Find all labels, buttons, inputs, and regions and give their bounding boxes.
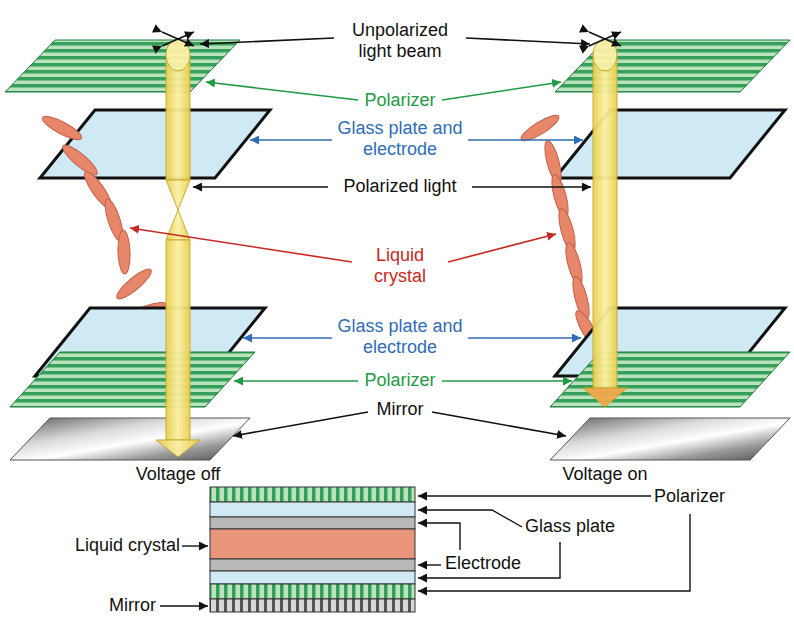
drawing-part: [472, 186, 591, 188]
cross-section-leaders: [160, 496, 690, 606]
drawing-part: [162, 32, 194, 46]
part-label: Liquid crystal: [352, 245, 448, 287]
drawing-part: [442, 82, 561, 100]
drawing-part: [182, 545, 208, 546]
liquid-crystal-molecules: [518, 111, 604, 352]
drawing-part: [166, 240, 190, 440]
drawing-part: [206, 82, 358, 100]
drawing-part: [448, 234, 556, 262]
drawing-part: [250, 139, 332, 141]
liquid-crystal-layer: [210, 529, 415, 559]
drawing-part: [233, 412, 368, 436]
drawing-part: [418, 510, 522, 527]
beam-label: Unpolarized light beam: [340, 20, 460, 62]
part-label: Polarizer: [350, 90, 450, 111]
part-label: Glass plate and electrode: [332, 316, 468, 358]
polarizer-layer: [210, 487, 415, 502]
drawing-part: [193, 186, 328, 188]
drawing-part: [593, 55, 617, 388]
drawing-part: [593, 39, 617, 71]
part-label: Polarizer: [350, 370, 450, 391]
drawing-part: [442, 380, 572, 382]
drawing-part: [117, 230, 131, 274]
drawing-part: [589, 32, 621, 46]
drawing-part: [166, 39, 190, 71]
light-beam: [583, 39, 627, 407]
right-stack: [518, 32, 790, 460]
drawing-part: [432, 412, 566, 436]
drawing-part: [583, 388, 627, 407]
polarizer-plate: [10, 352, 255, 407]
layer-label: Electrode: [445, 553, 545, 574]
mirror-layer: [210, 599, 415, 612]
state-label: Voltage off: [100, 464, 256, 485]
beam-label: Polarized light: [328, 176, 472, 197]
drawing-part: [40, 112, 84, 143]
drawing-part: [160, 605, 208, 606]
drawing-part: [200, 38, 334, 44]
polarizer-plate: [550, 352, 790, 407]
part-label: Mirror: [360, 399, 440, 420]
cross-section: [210, 487, 415, 612]
drawing-part: [468, 139, 583, 141]
drawing-part: [589, 32, 621, 46]
drawing-part: [418, 495, 651, 496]
part-label: Glass plate and electrode: [332, 118, 468, 160]
polarizer-layer: [210, 584, 415, 599]
drawing-part: [166, 180, 190, 210]
glass-plate: [40, 110, 270, 178]
layer-label: Polarizer: [654, 486, 764, 507]
layer-label: Mirror: [60, 595, 156, 616]
polarizer-plate: [5, 40, 240, 92]
drawing-part: [418, 564, 441, 565]
polarization-symbol: [162, 32, 194, 46]
drawing-part: [130, 228, 352, 262]
electrode-layer: [210, 559, 415, 571]
glass-layer: [210, 571, 415, 584]
drawing-part: [113, 265, 154, 302]
mirror-plate: [550, 418, 790, 460]
light-beam: [156, 39, 200, 457]
drawing-part: [156, 440, 200, 457]
mirror-plate: [10, 418, 250, 460]
drawing-part: [162, 32, 194, 46]
drawing-part: [243, 337, 332, 339]
polarization-symbol: [589, 32, 621, 46]
drawing-part: [418, 542, 560, 578]
state-label: Voltage on: [527, 464, 683, 485]
layer-label: Liquid crystal: [40, 535, 180, 556]
drawing-part: [418, 514, 690, 591]
drawing-part: [234, 380, 358, 382]
leader-lines: [130, 38, 591, 436]
electrode-layer: [210, 517, 415, 529]
drawing-part: [166, 55, 190, 180]
drawing-part: [418, 523, 460, 550]
glass-plate: [555, 110, 785, 178]
glass-layer: [210, 502, 415, 517]
drawing-part: [59, 141, 100, 178]
drawing-part: [468, 337, 581, 339]
drawing-part: [466, 38, 590, 44]
left-stack: [5, 32, 270, 460]
polarizer-plate: [555, 40, 790, 92]
layer-label: Glass plate: [525, 516, 645, 537]
